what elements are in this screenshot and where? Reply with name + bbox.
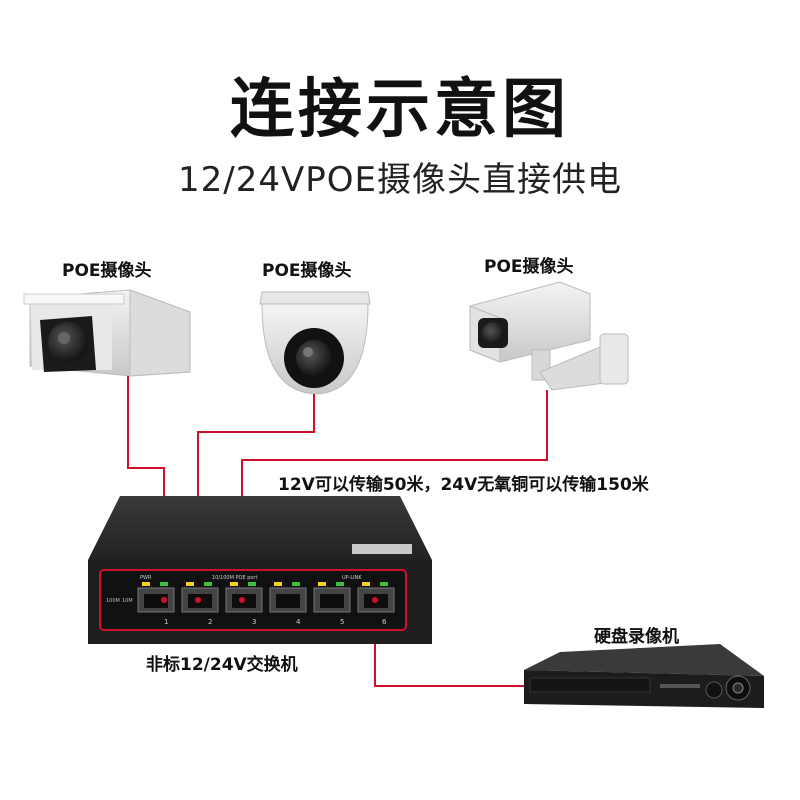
led-label-mode: 10/100M POE port bbox=[212, 575, 257, 581]
switch-leds bbox=[142, 582, 388, 586]
side-label-10m: 10M bbox=[122, 598, 133, 604]
camera-2-label: POE摄像头 bbox=[262, 261, 352, 281]
bullet-camera-icon bbox=[23, 289, 191, 377]
camera-3-label: POE摄像头 bbox=[484, 257, 574, 277]
cable-note: 12V可以传输50米，24V无氧铜可以传输150米 bbox=[278, 475, 649, 495]
port-number-2: 2 bbox=[208, 618, 212, 626]
nvr-icon bbox=[524, 644, 764, 708]
led-label-uplink: UP-LINK bbox=[342, 575, 362, 581]
port-number-1: 1 bbox=[164, 618, 168, 626]
port-number-5: 5 bbox=[340, 618, 344, 626]
led-label-pwr: PWR bbox=[140, 575, 152, 581]
camera-1-label: POE摄像头 bbox=[62, 261, 152, 281]
page-title: 连接示意图 bbox=[230, 73, 570, 147]
switch-label: 非标12/24V交换机 bbox=[146, 655, 298, 675]
port-number-6: 6 bbox=[382, 618, 387, 626]
dome-camera-icon bbox=[259, 291, 371, 395]
port-number-3: 3 bbox=[252, 618, 256, 626]
port-number-4: 4 bbox=[296, 618, 301, 626]
poe-switch-icon: PWR 10/100M POE port UP-LINK 100M 10M 1 … bbox=[88, 496, 432, 644]
page-subtitle: 12/24VPOE摄像头直接供电 bbox=[178, 160, 622, 200]
side-label-100m: 100M bbox=[106, 598, 120, 604]
switch-ports bbox=[137, 587, 395, 613]
nvr-label: 硬盘录像机 bbox=[594, 627, 679, 647]
box-camera-icon bbox=[469, 281, 629, 391]
